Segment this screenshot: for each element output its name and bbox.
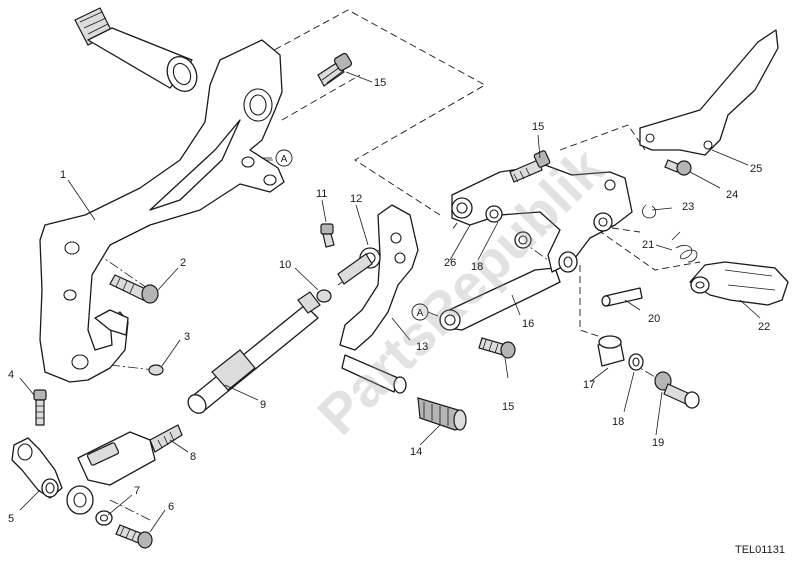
callout-23: 23 (682, 201, 694, 213)
callout-4: 4 (8, 369, 14, 381)
callout-5: 5 (8, 513, 14, 525)
main-hanger-bracket (39, 39, 285, 383)
callout-9: 9 (260, 399, 266, 411)
bolt-15-top (317, 52, 353, 87)
rubber-peg (417, 397, 467, 431)
callout-12: 12 (350, 193, 362, 205)
drawing-code: TEL01131 (735, 544, 785, 556)
bolt-4 (33, 389, 47, 426)
callout-25: 25 (750, 163, 762, 175)
bushing-18-upper (514, 231, 532, 249)
watermark-text: PartsRepublik (305, 135, 616, 446)
callout-18-upper: 18 (471, 261, 483, 273)
callout-7: 7 (134, 485, 140, 497)
pin-20 (601, 287, 643, 307)
clamp-lever (11, 437, 63, 499)
callout-19: 19 (652, 437, 664, 449)
sleeve-17 (597, 335, 625, 367)
reference-marker-linkage: A (411, 303, 439, 321)
heel-guard-25 (639, 29, 779, 156)
footpeg-22 (689, 261, 789, 306)
callout-18-lower: 18 (612, 416, 624, 428)
reference-letter: A (417, 308, 424, 319)
callout-20: 20 (648, 313, 660, 325)
callout-14: 14 (410, 446, 422, 458)
pivot-shaft (74, 7, 198, 93)
leader-lines (19, 71, 761, 533)
plug-3 (148, 364, 164, 376)
bolt-19 (654, 371, 700, 409)
callout-26: 26 (444, 257, 456, 269)
bolt-2 (109, 274, 159, 304)
washer-18-lower (628, 353, 644, 371)
callout-21: 21 (642, 239, 654, 251)
callout-8: 8 (190, 451, 196, 463)
callout-16: 16 (522, 318, 534, 330)
clip-23 (642, 204, 656, 219)
bolt-15-middle (509, 150, 551, 183)
callout-13: 13 (416, 341, 428, 353)
callout-15-middle: 15 (532, 121, 544, 133)
shift-rod-end (66, 424, 183, 515)
reference-letter: A (281, 154, 288, 165)
bolt-15-bottom (478, 337, 516, 359)
callout-3: 3 (184, 331, 190, 343)
footpeg-bracket (451, 164, 633, 273)
shift-lever (337, 204, 419, 394)
bolt-6 (115, 524, 153, 549)
callout-2: 2 (180, 257, 186, 269)
callout-1: 1 (60, 169, 66, 181)
callout-24: 24 (726, 189, 738, 201)
bolt-24 (664, 159, 692, 176)
linkage-arm (439, 267, 561, 331)
callout-15-top: 15 (374, 77, 386, 89)
callout-11: 11 (316, 188, 327, 200)
callout-6: 6 (168, 501, 174, 513)
reference-marker-bracket: A (262, 149, 293, 167)
callout-10: 10 (279, 259, 291, 271)
shift-rod (187, 291, 321, 414)
callout-labels: 1 2 3 4 5 6 7 8 9 10 11 12 13 14 15 15 1… (8, 77, 770, 525)
spring-21 (671, 231, 698, 263)
callout-22: 22 (758, 321, 770, 333)
bushing-26 (485, 205, 503, 223)
callout-15-bottom: 15 (502, 401, 514, 413)
nut-10 (316, 289, 332, 303)
washer-7 (95, 510, 113, 526)
bolt-11 (320, 223, 335, 248)
callout-17: 17 (583, 379, 595, 391)
